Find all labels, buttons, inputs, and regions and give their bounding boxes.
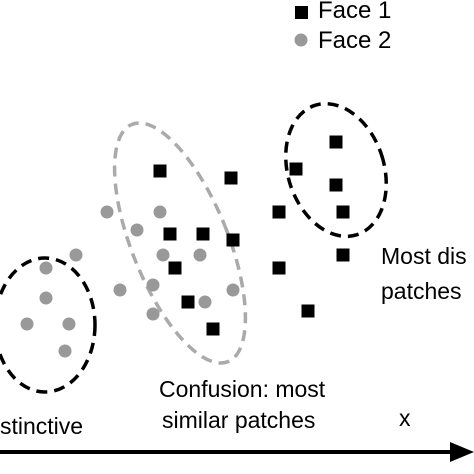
- face1-point: [196, 227, 210, 241]
- face1-point: [153, 164, 167, 178]
- annotation-most-distinctive-line2: patches: [381, 278, 462, 304]
- left-distinctive-ellipse: [0, 256, 97, 394]
- face1-point: [329, 135, 343, 149]
- face1-point: [301, 304, 315, 318]
- face1-point: [226, 233, 240, 247]
- annotation-confusion-line1: Confusion: most: [159, 376, 326, 402]
- face2-point-group: [20, 205, 240, 358]
- face2-point: [153, 205, 167, 219]
- face1-point: [168, 261, 182, 275]
- face2-point: [198, 295, 212, 309]
- face1-point: [336, 205, 350, 219]
- face1-point: [224, 171, 238, 185]
- face1-point: [181, 295, 195, 309]
- face2-point: [62, 317, 76, 331]
- face2-point: [69, 248, 83, 262]
- face2-point: [193, 248, 207, 262]
- x-axis-arrowhead: [450, 442, 474, 462]
- face2-point: [156, 248, 170, 262]
- face1-point: [272, 261, 286, 275]
- face2-point: [113, 283, 127, 297]
- face2-point: [100, 205, 114, 219]
- face1-point: [329, 178, 343, 192]
- face2-point: [146, 307, 160, 321]
- legend-face1-marker: [295, 6, 308, 19]
- face1-point-group: [153, 135, 350, 336]
- face2-point: [20, 317, 34, 331]
- legend-face1-label: Face 1: [318, 0, 392, 24]
- face2-point: [146, 278, 160, 292]
- face1-point: [336, 248, 350, 262]
- face1-point: [289, 162, 303, 176]
- face2-point: [58, 344, 72, 358]
- annotation-distinctive-left: stinctive: [0, 413, 84, 439]
- annotation-confusion-line2: similar patches: [162, 407, 316, 433]
- face1-point: [206, 322, 220, 336]
- face2-point: [130, 223, 144, 237]
- face2-point: [39, 291, 53, 305]
- annotation-most-distinctive-line1: Most dis: [381, 243, 467, 269]
- legend-face2-marker: [294, 33, 308, 47]
- legend-face2-label: Face 2: [318, 27, 392, 54]
- face1-point: [272, 205, 286, 219]
- right-distinctive-ellipse: [283, 101, 389, 239]
- confusion-ellipse: [112, 121, 248, 365]
- x-axis-label: x: [399, 405, 411, 431]
- face2-point: [39, 261, 53, 275]
- face2-point: [226, 283, 240, 297]
- face1-point: [163, 227, 177, 241]
